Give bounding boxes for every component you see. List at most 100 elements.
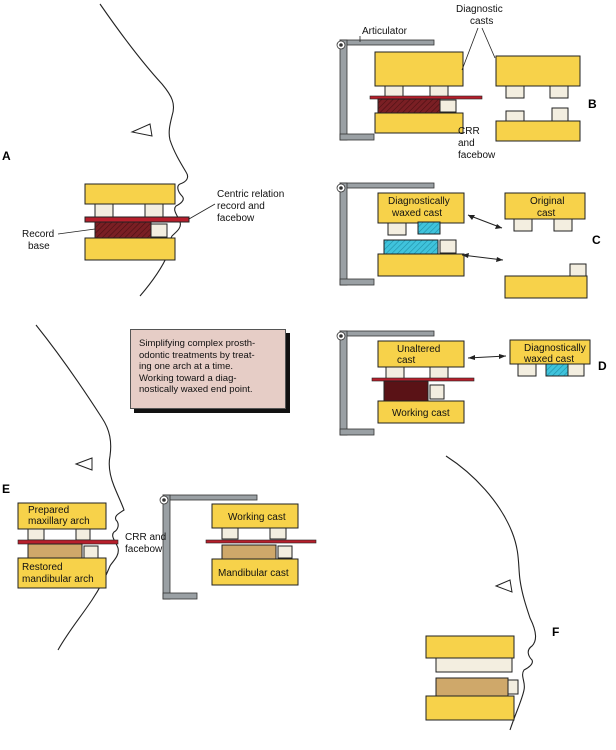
label-diag-waxed-c-1: Diagnostically <box>388 196 450 207</box>
face-profile-e <box>35 324 125 651</box>
panel-label-c: C <box>592 233 601 247</box>
tooth-f <box>507 679 519 695</box>
restored-block-e2 <box>221 544 277 560</box>
arrow-c-2 <box>461 254 504 261</box>
tooth-d-3 <box>429 384 445 400</box>
cast-diag-waxed-d <box>509 339 591 365</box>
tooth-a <box>150 223 168 238</box>
label-working-d: Working cast <box>392 408 450 419</box>
articulator-c <box>336 182 435 286</box>
panel-label-d: D <box>598 359 607 373</box>
cast-restored <box>17 557 107 589</box>
panel-d: Unaltered cast Diagnostically waxed cast… <box>336 330 607 436</box>
note-line-4: Working toward a diag- <box>139 372 237 384</box>
tooth-e-2 <box>75 528 91 541</box>
label-working-e: Working cast <box>228 512 286 523</box>
leader-record-base <box>57 228 96 235</box>
label-diag-waxed-c-2: waxed cast <box>391 208 442 219</box>
restored-block-e <box>27 543 83 559</box>
arrow-c-1-heads <box>468 215 502 229</box>
note-line-5: nostically waxed end point. <box>139 384 253 395</box>
label-record-1: Record <box>22 229 54 240</box>
panel-f: F <box>425 455 559 731</box>
articulator-d <box>336 330 435 436</box>
note-line-1: Simplifying complex prosth- <box>139 338 256 349</box>
tooth-b <box>439 99 457 113</box>
label-restored-2: mandibular arch <box>22 574 94 585</box>
cast-upper-a <box>84 183 176 218</box>
tooth-d-1 <box>385 366 405 380</box>
tooth-c-2 <box>439 239 457 254</box>
label-casts: casts <box>470 16 493 27</box>
label-crr-e-1: CRR and <box>125 532 166 543</box>
crr-strip-e <box>17 539 119 545</box>
label-centric-1: Centric relation <box>217 189 284 200</box>
panel-label-a: A <box>2 149 11 163</box>
tooth-e-4 <box>221 527 239 540</box>
summary-note: Simplifying complex prosth- odontic trea… <box>130 329 286 409</box>
label-crr-e-2: facebow <box>125 544 163 555</box>
eye-icon-a <box>130 123 153 137</box>
panel-e: E Prepared maxillary arch Restored mandi… <box>2 324 317 651</box>
label-mandibular: Mandibular cast <box>218 568 289 579</box>
label-original-1: Original <box>530 196 564 207</box>
eye-icon-e <box>74 457 93 471</box>
crr-strip-e2 <box>205 539 317 544</box>
teeth-lower-f <box>435 677 509 697</box>
cast-lower-f <box>425 695 515 721</box>
cast-lower-b <box>374 112 464 134</box>
label-centric-2: record and <box>217 201 265 212</box>
label-crr-b-1: CRR <box>458 126 480 137</box>
cast-prepared <box>17 502 107 530</box>
wax-d <box>545 363 569 377</box>
tooth-d-2 <box>429 366 449 380</box>
tooth-c-1 <box>387 222 407 236</box>
panel-label-b: B <box>588 97 597 111</box>
label-diagnostic: Diagnostic <box>456 4 503 15</box>
panel-label-e: E <box>2 482 10 496</box>
tooth-d-5 <box>567 363 585 377</box>
tooth-e-3 <box>83 545 99 559</box>
panel-label-f: F <box>552 625 559 639</box>
cast-original-c <box>504 192 586 220</box>
label-unaltered-2: cast <box>397 355 416 366</box>
cast-lower-c <box>377 253 465 277</box>
note-line-2: odontic treatments by treat- <box>139 349 255 361</box>
articulator-b <box>336 39 435 141</box>
label-record-2: base <box>28 241 50 252</box>
cast-working-e <box>211 503 299 529</box>
cast-upper-f <box>425 635 515 659</box>
cast-pair-b-right <box>495 55 581 142</box>
record-base-a <box>84 216 190 223</box>
arrow-c-2-heads <box>462 253 503 262</box>
tooth-c-5 <box>569 263 587 278</box>
label-unaltered-1: Unaltered <box>397 344 440 355</box>
leader-casts-2 <box>481 27 496 59</box>
tooth-e-5 <box>269 527 287 540</box>
leader-casts-1 <box>461 27 479 71</box>
panel-a: A Centric relation record and facebow Re… <box>2 3 284 297</box>
label-original-2: cast <box>537 208 556 219</box>
label-restored-1: Restored <box>22 562 63 573</box>
label-centric-3: facebow <box>217 213 255 224</box>
label-crr-b-3: facebow <box>458 150 496 161</box>
teeth-upper-f <box>435 657 513 673</box>
label-diag-waxed-d-1: Diagnostically <box>524 343 586 354</box>
record-block-a <box>94 221 152 239</box>
tooth-d-4 <box>517 363 537 377</box>
cast-working-d <box>377 400 465 424</box>
label-articulator: Articulator <box>362 26 408 37</box>
face-profile-a <box>99 3 189 297</box>
note-line-3: ing one arch at a time. <box>139 361 233 372</box>
label-prepared-2: maxillary arch <box>28 516 90 527</box>
eye-icon-f <box>494 579 513 593</box>
cast-upper-b <box>374 51 464 99</box>
face-profile-f <box>445 455 537 731</box>
leader-centric <box>188 203 216 220</box>
articulator-e <box>159 494 258 600</box>
panel-b: Articulator Diagnostic casts CRR and fac… <box>336 4 597 161</box>
tooth-e-1 <box>27 528 45 541</box>
cast-lower-a <box>84 237 176 261</box>
record-block-d <box>383 380 429 402</box>
